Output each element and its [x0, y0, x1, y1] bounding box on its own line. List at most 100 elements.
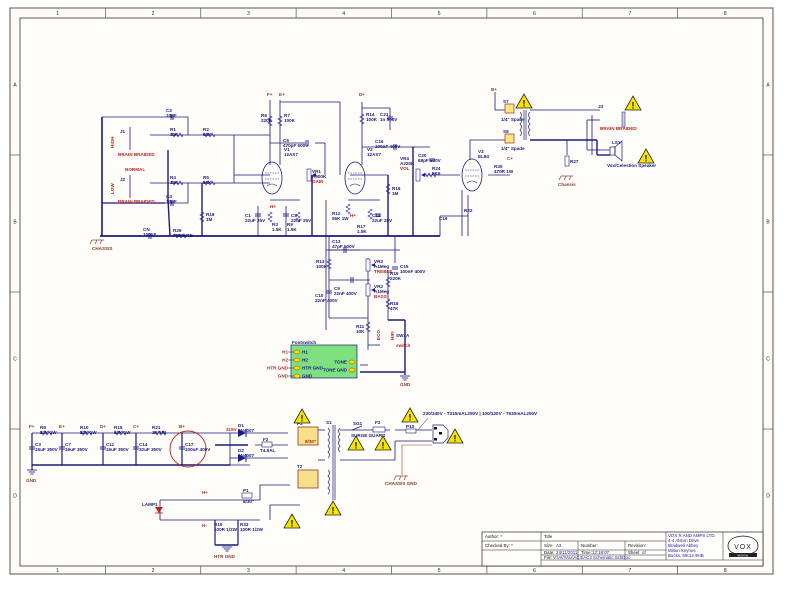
- component-c21: [387, 116, 393, 120]
- zone-col-7: 7: [629, 11, 632, 17]
- connector-p2: [297, 469, 319, 489]
- lamp1-label: LAMP1: [142, 502, 158, 507]
- value-c13: 47pF 500V: [332, 244, 356, 249]
- value-r15: 10K 1W: [114, 430, 131, 435]
- pin-h1: [293, 349, 301, 355]
- spade-s8-value: 1/4" Spade: [501, 146, 525, 151]
- zone-col-8: 8: [724, 568, 727, 574]
- pin-htr-gnd: [293, 365, 301, 371]
- ref-r29: R29: [173, 228, 182, 233]
- ext-label: GND: [278, 374, 289, 379]
- spade-s7: [504, 103, 515, 114]
- ref-r10: R10: [80, 425, 89, 430]
- value-c17: 100uF 400V: [185, 447, 211, 452]
- psu-chassis-label: CHASSIS GND: [385, 481, 418, 486]
- h-minus-label: H-: [202, 523, 207, 528]
- v2-type: 12AX7: [367, 152, 381, 157]
- value-f1: T4.5AL: [260, 448, 276, 453]
- ref-r5: R5: [203, 175, 209, 180]
- ref-c21: C21: [380, 112, 389, 117]
- zone-row-B: B: [766, 220, 770, 226]
- jack-hi-ref: J1: [120, 129, 126, 134]
- function-vr2: BASS: [374, 294, 387, 299]
- ref-r24: R24: [432, 166, 441, 171]
- ref-r13: R13: [316, 259, 325, 264]
- psu-gnd-label: GND: [26, 478, 37, 483]
- tb-time-value: 12:18:07: [592, 550, 610, 555]
- ref-r2: R2: [203, 127, 209, 132]
- value-c12: 22uF 25V: [372, 218, 393, 223]
- pin-h2: [293, 357, 301, 363]
- sg1-ref: F3: [375, 420, 381, 425]
- ref-d1: D1: [238, 423, 244, 428]
- tb-size-label: Size: [544, 543, 553, 548]
- component-r17: [367, 208, 373, 220]
- component-c12: [375, 213, 381, 217]
- r27-ref: R27: [570, 159, 579, 164]
- lamp1: [155, 507, 163, 514]
- spade-s8-ref: S8: [503, 129, 509, 134]
- switch-s1: [351, 425, 363, 431]
- component-vr2: [365, 283, 375, 297]
- jack-hi-tag: HIGH: [110, 136, 115, 148]
- ref-r3: R3: [272, 222, 278, 227]
- value-c10: 22nF 400V: [315, 298, 339, 303]
- switch-label-eco: ECO: [376, 330, 381, 340]
- value-cn: 100nF: [143, 232, 156, 237]
- value-r19: 220K: [390, 276, 402, 281]
- ref-sw1a: SW1A: [396, 333, 410, 338]
- ref-c10: C10: [315, 293, 324, 298]
- component-r29: [173, 233, 187, 239]
- c-plus-label: C+: [507, 156, 513, 161]
- tb-number: Number:: [581, 543, 598, 548]
- zone-col-4: 4: [342, 11, 345, 17]
- component-r21: [153, 430, 167, 436]
- title-block: [481, 531, 764, 567]
- value-c21: 1n 500V: [380, 117, 398, 122]
- ref-r14: R14: [366, 112, 375, 117]
- component-c7: [59, 446, 65, 450]
- fuse-f3: [405, 428, 417, 434]
- zone-col-2: 2: [152, 11, 155, 17]
- component-c4: [170, 200, 174, 206]
- company-address: VOX R AND AMPS LTD.4-4 Alston DriveBradw…: [668, 533, 716, 558]
- diode-d1: [238, 429, 247, 437]
- value-r18: 47K: [390, 306, 399, 311]
- component-r10: [79, 430, 93, 436]
- f2-value: 8/30": [243, 499, 254, 504]
- component-c15: [392, 266, 398, 270]
- value-c4: 10pF: [166, 199, 177, 204]
- tb-revision: Revision:: [628, 543, 646, 548]
- ac-plug-p10: [432, 424, 449, 444]
- ref-c3: C3: [35, 442, 41, 447]
- zone-col-5: 5: [438, 568, 441, 574]
- ref-c15: C15: [400, 264, 409, 269]
- heater-label: H+: [350, 213, 356, 218]
- power-transformer-t2: [327, 425, 341, 500]
- component-r4: [170, 180, 184, 186]
- vox-logo-text: VOX: [734, 544, 752, 551]
- spade-s7-value: 1/4" Spade: [501, 117, 525, 122]
- zone-row-A: A: [766, 83, 770, 89]
- value-r13: 100K: [316, 264, 328, 269]
- component-r8: [39, 430, 53, 436]
- tb-size-value: A3: [556, 543, 562, 548]
- component-r5: [202, 180, 216, 186]
- ls1-ref: LS1: [612, 140, 621, 145]
- tb-author: Author: *: [485, 534, 502, 539]
- pin-label: H1: [302, 350, 308, 355]
- value-r11: 10K: [356, 329, 365, 334]
- tb-file-value: V:\AV\Vox\AC4\AC4 Schematic.SchDoc: [553, 555, 631, 560]
- ref-c4: C4: [166, 194, 172, 199]
- ref-r1: R1: [170, 127, 176, 132]
- r15h-value: 100R 1/2W: [214, 527, 238, 532]
- ref-vr1: VR1: [312, 169, 321, 174]
- ref-r21: R21: [152, 425, 161, 430]
- value-c14: 32uF 350V: [139, 447, 163, 452]
